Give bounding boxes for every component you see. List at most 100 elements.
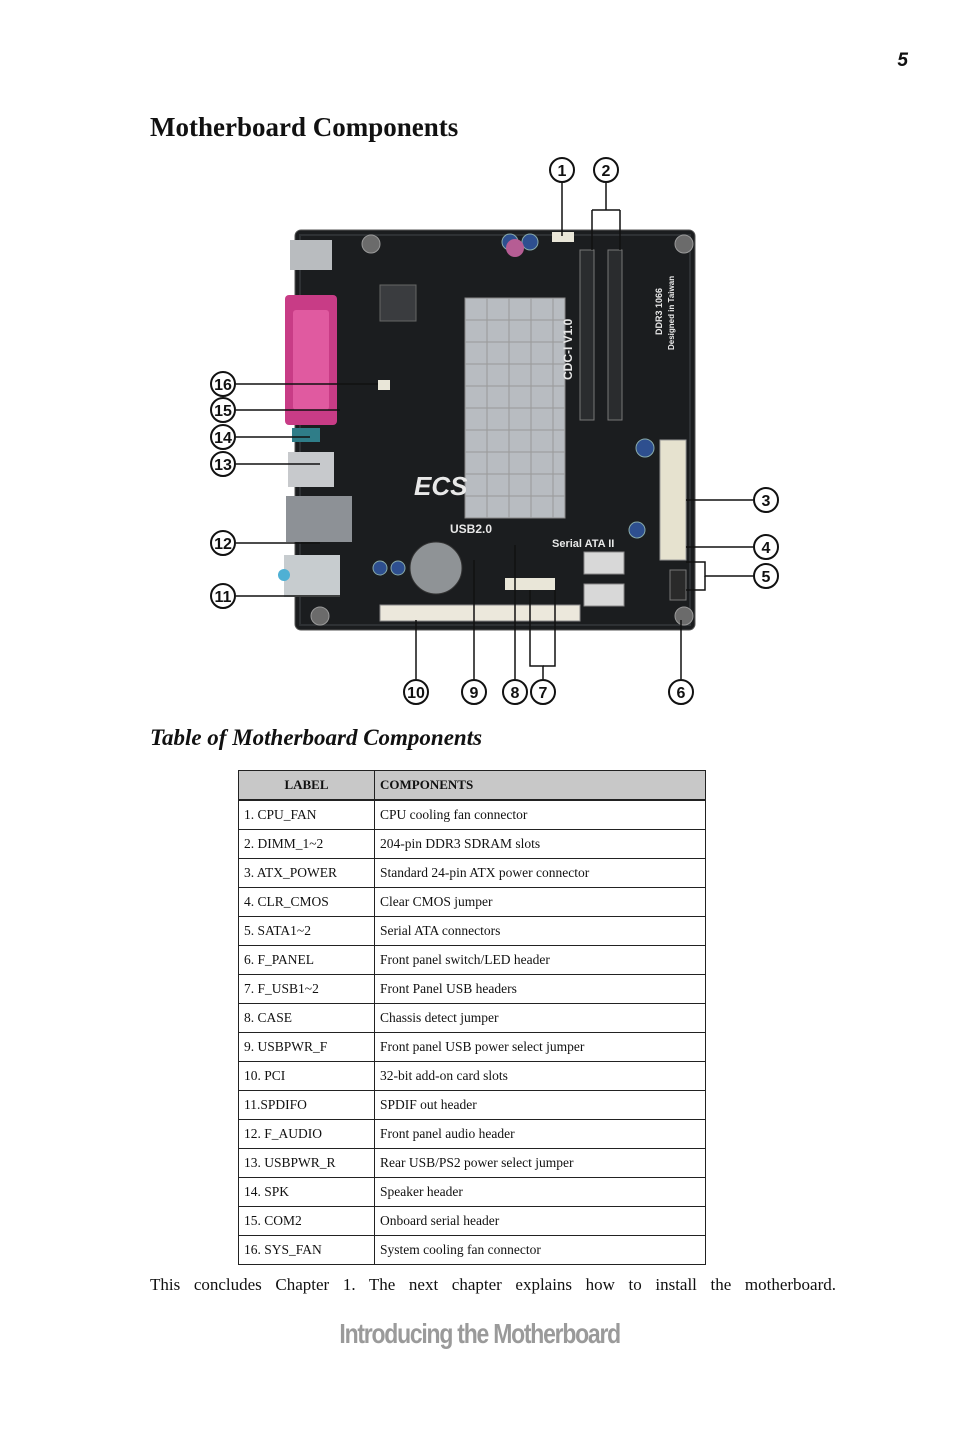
callout-12: 12 <box>210 530 236 556</box>
component-cell: Serial ATA connectors <box>374 916 706 946</box>
front-usb-headers <box>505 578 555 590</box>
label-cell: 3. ATX_POWER <box>238 858 375 888</box>
callout-13: 13 <box>210 451 236 477</box>
lan-port <box>286 496 352 542</box>
svg-text:12: 12 <box>214 536 232 553</box>
sata-connector-1 <box>583 551 625 575</box>
svg-text:5: 5 <box>762 569 771 586</box>
dimm-slot-1 <box>579 249 595 421</box>
footer-title: Introducing the Motherboard <box>339 1318 621 1349</box>
component-cell: Front panel switch/LED header <box>374 945 706 975</box>
conclusion-text: This concludes Chapter 1. The next chapt… <box>150 1275 836 1294</box>
callout-3: 3 <box>753 487 779 513</box>
svg-text:13: 13 <box>214 457 232 474</box>
component-cell: 32-bit add-on card slots <box>374 1061 706 1091</box>
page-number: 5 <box>897 50 908 71</box>
label-cell: 14. SPK <box>238 1177 375 1207</box>
callout-11: 11 <box>210 583 236 609</box>
sys-fan-connector <box>378 380 390 390</box>
svg-text:1: 1 <box>558 163 567 180</box>
callout-16: 16 <box>210 371 236 397</box>
label-cell: 8. CASE <box>238 1003 375 1033</box>
ddr3-label: DDR3 1066 <box>654 288 664 335</box>
column-header-label: LABEL <box>238 770 375 801</box>
label-cell: 2. DIMM_1~2 <box>238 829 375 859</box>
callout-15: 15 <box>210 397 236 423</box>
io-chip <box>379 284 417 322</box>
label-cell: 4. CLR_CMOS <box>238 887 375 917</box>
pci-slot <box>379 604 581 622</box>
svg-text:16: 16 <box>214 377 232 394</box>
component-cell: System cooling fan connector <box>374 1235 706 1265</box>
atx-power-connector <box>659 439 687 561</box>
vga-port <box>290 240 332 270</box>
callout-9: 9 <box>461 679 487 705</box>
front-panel-header <box>669 569 687 601</box>
label-cell: 5. SATA1~2 <box>238 916 375 946</box>
svg-text:8: 8 <box>511 685 520 702</box>
label-cell: 13. USBPWR_R <box>238 1148 375 1178</box>
svg-text:9: 9 <box>470 685 479 702</box>
model-label: CDC-I V1.0 <box>561 318 575 380</box>
callout-2: 2 <box>593 157 619 183</box>
component-cell: 204-pin DDR3 SDRAM slots <box>374 829 706 859</box>
callout-7: 7 <box>530 679 556 705</box>
svg-text:11: 11 <box>215 589 232 606</box>
callout-8: 8 <box>502 679 528 705</box>
serial-ata-label: Serial ATA II <box>552 538 614 550</box>
label-cell: 10. PCI <box>238 1061 375 1091</box>
label-cell: 9. USBPWR_F <box>238 1032 375 1062</box>
component-cell: Front panel audio header <box>374 1119 706 1149</box>
callout-10: 10 <box>403 679 429 705</box>
table-header-row: LABEL COMPONENTS <box>238 770 706 801</box>
component-cell: Clear CMOS jumper <box>374 887 706 917</box>
brand-logo: ECS <box>414 471 468 501</box>
component-cell: Front panel USB power select jumper <box>374 1032 706 1062</box>
cmos-battery <box>409 541 463 595</box>
label-cell: 16. SYS_FAN <box>238 1235 375 1265</box>
svg-text:4: 4 <box>762 540 771 557</box>
component-cell: CPU cooling fan connector <box>374 799 706 830</box>
svg-text:10: 10 <box>407 685 425 702</box>
usb-ports <box>288 452 334 487</box>
sata-connector-2 <box>583 583 625 607</box>
component-cell: Rear USB/PS2 power select jumper <box>374 1148 706 1178</box>
motherboard-diagram: USB2.0 Serial ATA II ECS DDR3 1066 Desig… <box>200 150 800 720</box>
svg-text:14: 14 <box>214 430 232 447</box>
callout-4: 4 <box>753 534 779 560</box>
svg-text:6: 6 <box>677 685 686 702</box>
cpu-fan-connector <box>552 232 574 242</box>
component-cell: Onboard serial header <box>374 1206 706 1236</box>
label-cell: 1. CPU_FAN <box>238 799 375 830</box>
component-cell: SPDIF out header <box>374 1090 706 1120</box>
label-cell: 6. F_PANEL <box>238 945 375 975</box>
serial-port <box>292 428 320 442</box>
component-cell: Chassis detect jumper <box>374 1003 706 1033</box>
label-cell: 11.SPDIFO <box>238 1090 375 1120</box>
svg-text:15: 15 <box>214 403 232 420</box>
column-header-components: COMPONENTS <box>374 770 706 801</box>
page-title: Motherboard Components <box>150 112 459 142</box>
mounting-holes <box>310 234 694 626</box>
label-cell: 15. COM2 <box>238 1206 375 1236</box>
usb2-label: USB2.0 <box>450 522 492 536</box>
callout-6: 6 <box>668 679 694 705</box>
svg-text:7: 7 <box>539 685 548 702</box>
designed-label: Designed in Taiwan <box>667 276 676 350</box>
component-cell: Speaker header <box>374 1177 706 1207</box>
table-title: Table of Motherboard Components <box>150 725 483 750</box>
